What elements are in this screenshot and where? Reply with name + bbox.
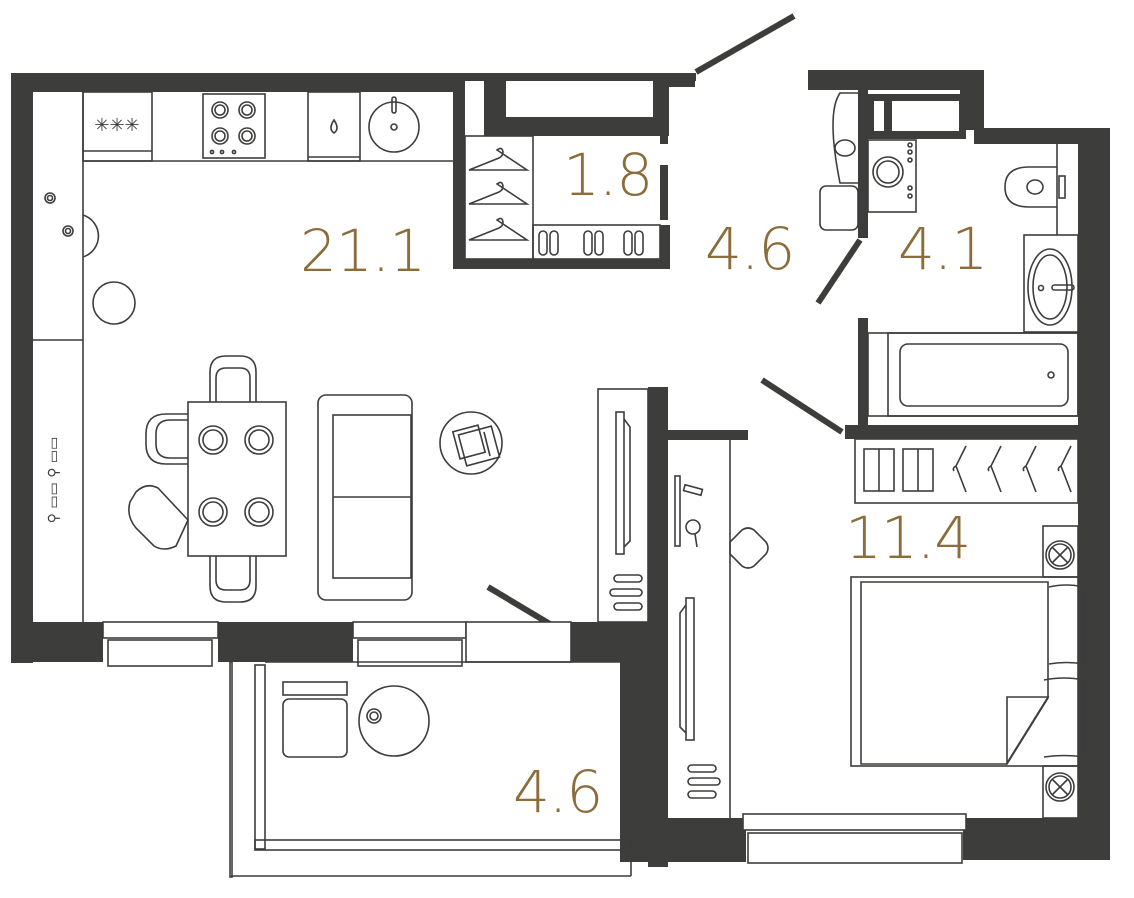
area-label-wardrobe: 1.8 xyxy=(563,141,653,209)
area-label-hallway: 4.6 xyxy=(705,215,795,283)
svg-text:✳✳✳: ✳✳✳ xyxy=(94,115,139,136)
stool-icon xyxy=(82,214,100,258)
tv-icon xyxy=(615,411,631,555)
hanger-icon xyxy=(952,445,967,493)
bedroom-furniture xyxy=(742,438,1085,864)
magazines-icon xyxy=(439,411,503,475)
hallway-furniture xyxy=(597,388,769,818)
area-label-balcony: 4.6 xyxy=(513,758,603,826)
sofa-icon xyxy=(317,394,413,601)
bed-icon xyxy=(850,576,1085,767)
stool-icon xyxy=(819,185,859,231)
pillow-icon xyxy=(1043,677,1085,758)
brush-icon xyxy=(682,483,704,497)
bathroom-fixtures xyxy=(819,92,1079,417)
doors xyxy=(486,13,863,639)
fridge-icon: ✳✳✳ xyxy=(82,91,153,162)
washbasin-icon xyxy=(1023,234,1079,333)
armchair-icon xyxy=(282,681,348,758)
balcony xyxy=(229,661,632,878)
hanger-icon xyxy=(1057,445,1072,493)
entrance-door[interactable] xyxy=(694,13,796,75)
mirror-icon xyxy=(674,475,681,547)
pouf-icon xyxy=(729,527,769,569)
wardrobe xyxy=(464,135,661,260)
window xyxy=(742,813,967,864)
hanger-icon xyxy=(1022,445,1037,493)
area-label-kitchen-living: 21.1 xyxy=(300,217,426,285)
stool-icon xyxy=(92,281,136,325)
kitchen-counter: ✳✳✳ ⚲ ▭▭ ⚲ ▭▭ xyxy=(33,91,453,622)
pillow-icon xyxy=(1048,584,1085,665)
round-table-icon xyxy=(358,685,430,757)
area-label-bedroom: 11.4 xyxy=(845,504,971,572)
bedside-lamp-icon xyxy=(1042,525,1079,578)
walls xyxy=(11,70,1110,867)
bedside-lamp-icon xyxy=(1042,765,1079,819)
hob-knobs-icon xyxy=(44,192,74,237)
bathtub-icon xyxy=(867,332,1079,417)
toilet-icon xyxy=(1004,166,1066,208)
bottles-icon: ⚲ ▭▭ ⚲ ▭▭ xyxy=(46,437,62,524)
svg-text:⚲ ▭▭ ⚲ ▭▭: ⚲ ▭▭ ⚲ ▭▭ xyxy=(46,437,62,524)
slippers-icon xyxy=(538,230,644,256)
stove-icon xyxy=(202,93,266,159)
area-label-bathroom: 4.1 xyxy=(898,215,988,283)
closet-icon xyxy=(854,438,1079,504)
hanger-icon xyxy=(987,445,1002,493)
dining-table-icon xyxy=(187,401,287,557)
bedroom-door[interactable] xyxy=(760,377,844,435)
radiator-icon xyxy=(687,764,721,799)
radiator-icon xyxy=(609,574,643,611)
washing-machine-icon xyxy=(867,139,917,213)
shelf-washbasin-icon xyxy=(832,92,858,184)
hanger-icon xyxy=(468,147,530,241)
tv-icon xyxy=(679,597,695,741)
kitchen-sink-icon xyxy=(368,96,420,153)
bathroom-door[interactable] xyxy=(815,238,863,305)
dishwasher-icon xyxy=(307,91,361,162)
chair-icon xyxy=(128,355,257,603)
hand-mirror-icon xyxy=(685,519,701,548)
